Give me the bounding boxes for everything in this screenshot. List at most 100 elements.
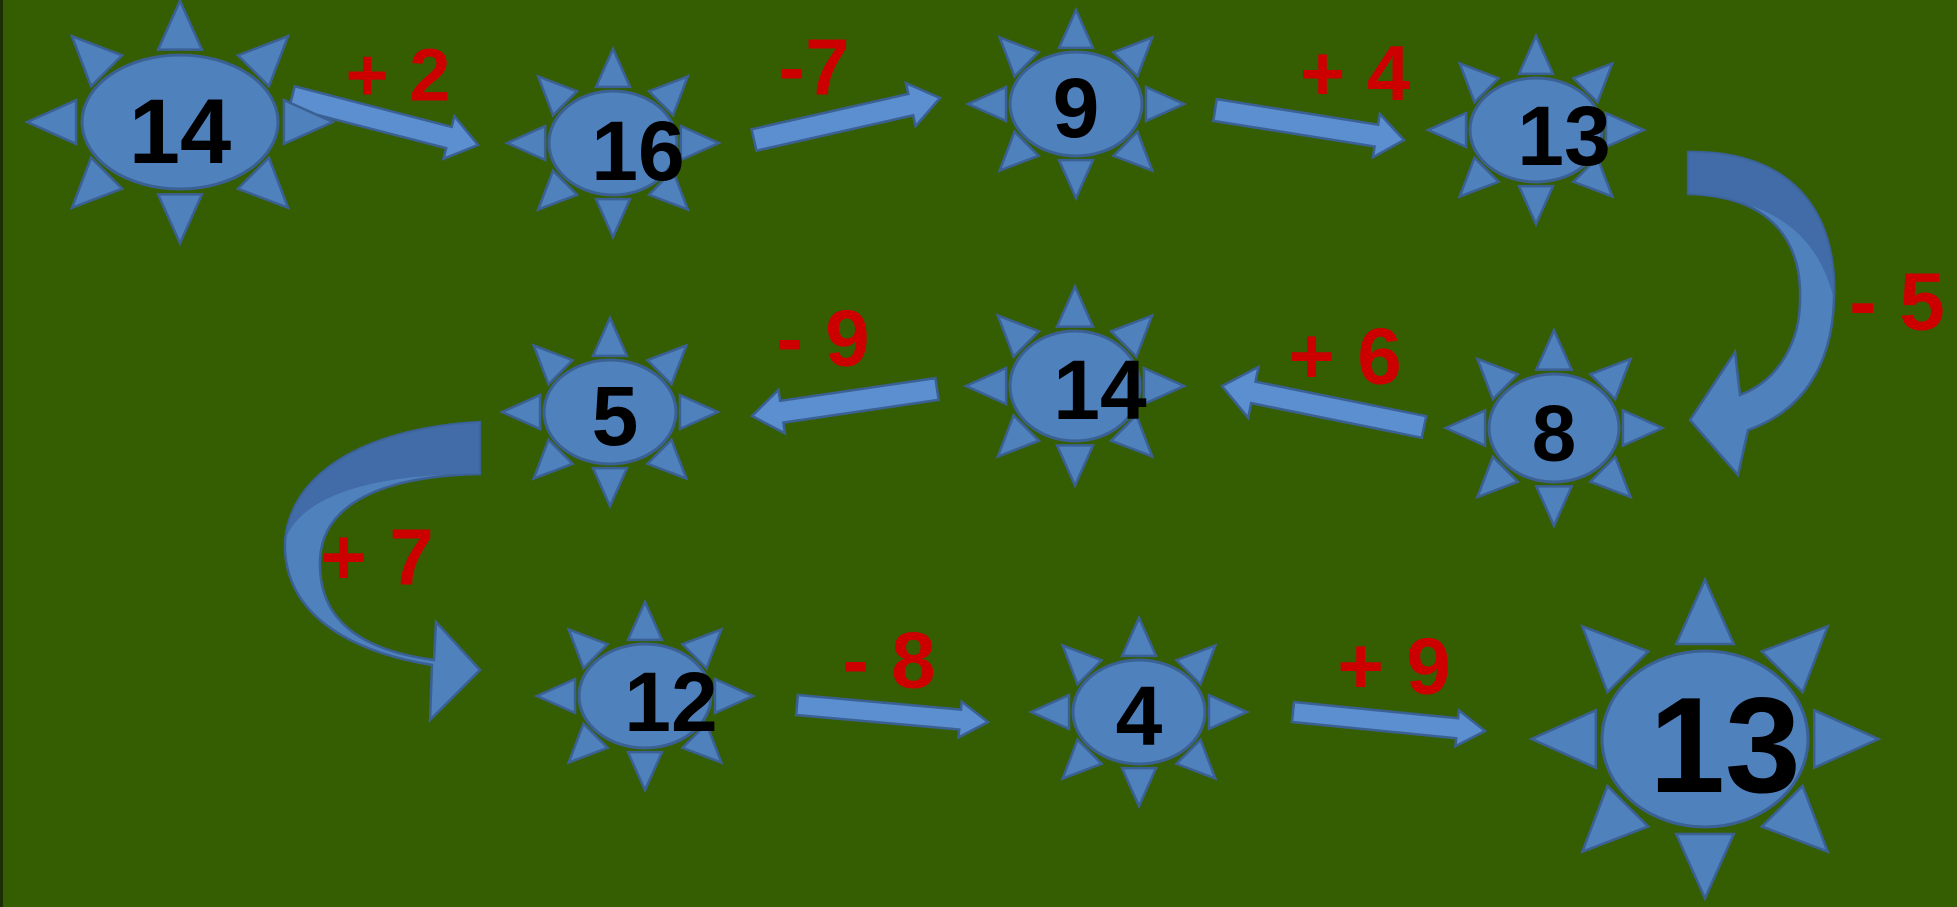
- sun-ray: [1759, 624, 1830, 695]
- sun-ray: [1475, 356, 1521, 402]
- curved-arrow-right-shadow: [1688, 151, 1835, 300]
- sun-ray: [1142, 366, 1188, 406]
- sun-ray: [535, 74, 580, 118]
- sun-ray: [713, 677, 757, 715]
- sun-ray: [1517, 184, 1555, 228]
- sun-node-3: 9: [964, 6, 1188, 202]
- arrow-3: [1211, 97, 1406, 160]
- sun-ray: [566, 721, 610, 765]
- sun-node-5: 8: [1442, 327, 1666, 529]
- sun-number-7: 5: [592, 369, 639, 463]
- sun-ray: [1442, 408, 1487, 448]
- sun-ray: [1475, 454, 1521, 500]
- sun-ray: [995, 313, 1042, 359]
- sun-ray: [156, 193, 204, 247]
- sun-node-10: 13: [1528, 576, 1882, 902]
- sun-ray: [1621, 408, 1666, 448]
- sun-ray: [1424, 111, 1468, 149]
- arrow-4: [1220, 364, 1428, 440]
- sun-ray: [1057, 6, 1095, 50]
- sun-ray: [533, 677, 577, 715]
- sun-ray: [1457, 61, 1501, 105]
- operation-label-6: - 9: [776, 294, 869, 383]
- sun-ray: [1674, 576, 1736, 646]
- sun-ray: [591, 466, 629, 510]
- sun-node-1: 14: [24, 0, 336, 247]
- sun-body: [80, 53, 280, 191]
- sun-ray: [1580, 783, 1651, 854]
- sun-number-4: 13: [1517, 89, 1610, 183]
- sun-body: [1071, 658, 1207, 766]
- arrow-6: [794, 693, 991, 740]
- sun-ray: [1055, 283, 1095, 328]
- sun-ray: [1060, 643, 1104, 687]
- sun-body: [1468, 76, 1604, 184]
- sun-ray: [282, 98, 336, 146]
- sun-ray: [1457, 155, 1501, 199]
- sun-ray: [531, 437, 575, 481]
- arrow-5: [749, 376, 941, 436]
- arrow-1: [287, 84, 481, 161]
- sun-ray: [498, 393, 542, 431]
- sun-ray: [566, 627, 610, 671]
- sun-node-8: 12: [533, 598, 757, 794]
- sun-number-10: 13: [1649, 669, 1800, 821]
- operation-label-4: - 5: [1849, 257, 1945, 348]
- sun-ray: [646, 168, 691, 212]
- arrow-7: [1290, 700, 1488, 749]
- sun-node-6: 14: [962, 283, 1188, 489]
- sun-ray: [646, 74, 691, 118]
- sun-ray: [1207, 693, 1251, 731]
- sun-ray: [997, 35, 1041, 79]
- sun-ray: [1571, 155, 1615, 199]
- sun-body: [1008, 50, 1144, 158]
- sun-ray: [995, 413, 1042, 459]
- sun-ray: [1759, 783, 1830, 854]
- sun-number-3: 9: [1053, 61, 1100, 155]
- sun-ray: [1120, 766, 1158, 810]
- sun-ray: [1674, 832, 1736, 902]
- operation-label-5: + 6: [1288, 312, 1401, 401]
- sun-ray: [678, 393, 722, 431]
- sun-ray: [1604, 111, 1648, 149]
- sun-ray: [1587, 356, 1633, 402]
- sun-ray: [1108, 413, 1155, 459]
- sun-ray: [645, 343, 689, 387]
- sun-ray: [594, 45, 632, 89]
- sun-ray: [997, 129, 1041, 173]
- operation-label-3: + 4: [1300, 29, 1411, 117]
- sun-ray: [1120, 614, 1158, 658]
- sun-number-2: 16: [591, 104, 684, 198]
- curved-arrow-left-shadow: [285, 422, 480, 540]
- sun-node-7: 5: [498, 314, 722, 510]
- sun-ray: [1580, 624, 1651, 695]
- operation-label-2: -7: [778, 23, 849, 112]
- sun-ray: [680, 627, 724, 671]
- operation-label-8: - 8: [842, 616, 935, 705]
- sun-body: [577, 642, 713, 750]
- sun-number-6: 14: [1053, 343, 1147, 437]
- sun-body: [1487, 372, 1621, 484]
- sun-ray: [1111, 129, 1155, 173]
- sun-ray: [1587, 454, 1633, 500]
- sun-body: [1600, 649, 1810, 829]
- sun-node-4: 13: [1424, 32, 1648, 228]
- sun-ray: [1057, 158, 1095, 202]
- sun-ray: [679, 124, 722, 162]
- sun-ray: [1174, 737, 1218, 781]
- sun-body: [1008, 329, 1142, 443]
- sun-ray: [1534, 327, 1574, 371]
- sun-ray: [1055, 444, 1095, 489]
- sun-body: [547, 89, 679, 197]
- sun-ray: [1517, 32, 1555, 76]
- sun-ray: [24, 98, 78, 146]
- sun-ray: [1060, 737, 1104, 781]
- sun-ray: [645, 437, 689, 481]
- sun-ray: [1108, 313, 1155, 359]
- arrow-2: [750, 80, 943, 153]
- sun-number-5: 8: [1532, 389, 1577, 478]
- sun-ray: [1571, 61, 1615, 105]
- sun-number-1: 14: [129, 81, 231, 183]
